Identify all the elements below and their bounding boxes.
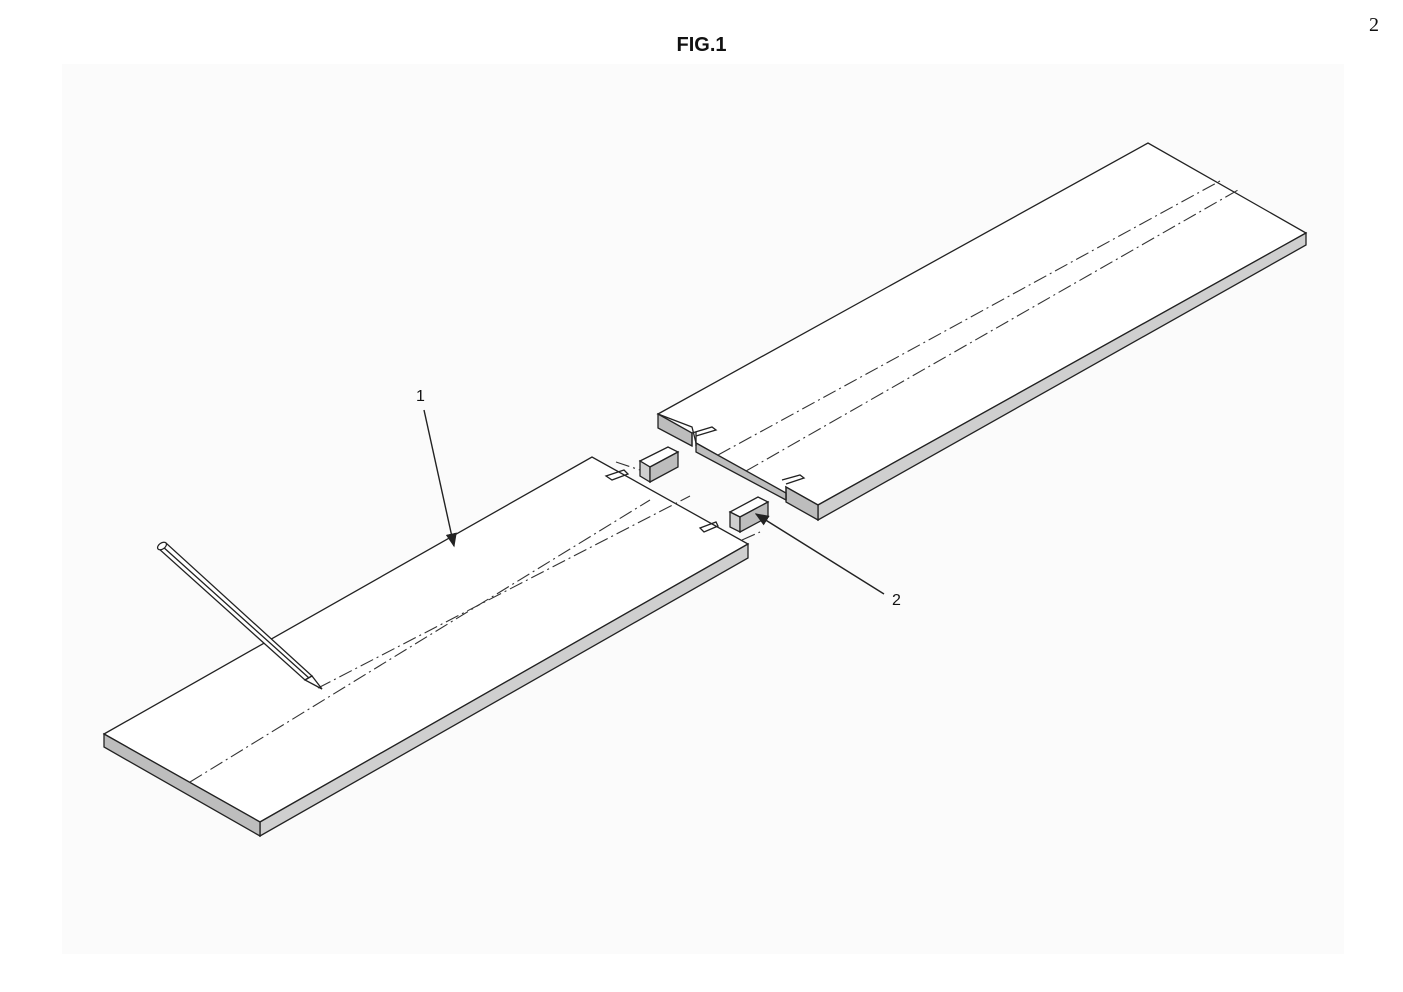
reference-label-1: 1 (416, 388, 425, 405)
reference-1: 1 (416, 388, 457, 548)
connector-block-lower (728, 496, 770, 534)
pencil-icon (156, 541, 323, 690)
reference-2: 2 (754, 513, 901, 609)
figure-title: FIG.1 (676, 34, 727, 56)
left-board (102, 456, 750, 838)
right-board (656, 142, 1308, 522)
connector-block-upper (638, 446, 680, 484)
page-number: 2 (1369, 14, 1379, 36)
reference-label-2: 2 (892, 592, 901, 609)
